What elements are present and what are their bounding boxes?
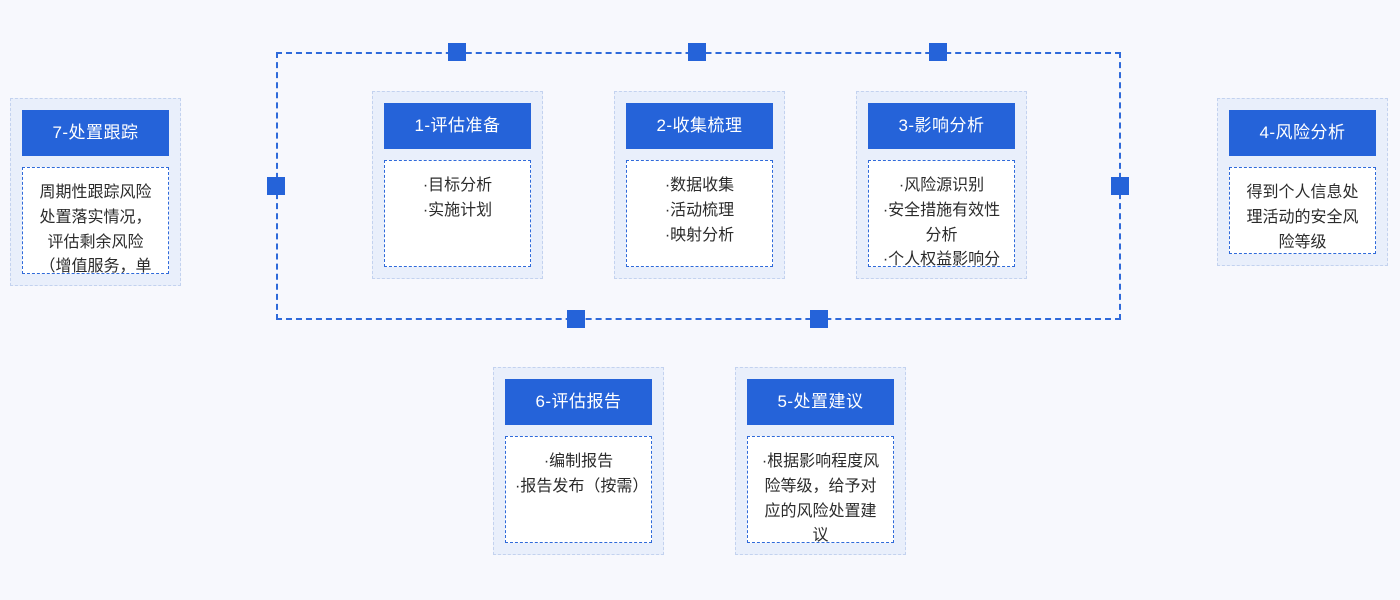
card-6-title: 6-评估报告 [505, 379, 652, 425]
card-7-body: 周期性跟踪风险处置落实情况，评估剩余风险（增值服务，单独选配） [22, 167, 169, 274]
card-5-title: 5-处置建议 [747, 379, 894, 425]
card-7-title: 7-处置跟踪 [22, 110, 169, 156]
card-5-disposal-recommendation[interactable]: 5-处置建议 ·根据影响程度风险等级，给予对应的风险处置建议 [735, 367, 906, 555]
card-6-assessment-report[interactable]: 6-评估报告 ·编制报告 ·报告发布（按需） [493, 367, 664, 555]
card-7-disposal-tracking[interactable]: 7-处置跟踪 周期性跟踪风险处置落实情况，评估剩余风险（增值服务，单独选配） [10, 98, 181, 286]
handle-top-right[interactable] [929, 43, 947, 61]
card-3-impact-analysis[interactable]: 3-影响分析 ·风险源识别 ·安全措施有效性分析 ·个人权益影响分析 [856, 91, 1027, 279]
card-3-body: ·风险源识别 ·安全措施有效性分析 ·个人权益影响分析 [868, 160, 1015, 267]
handle-right-middle[interactable] [1111, 177, 1129, 195]
card-2-title: 2-收集梳理 [626, 103, 773, 149]
card-5-body: ·根据影响程度风险等级，给予对应的风险处置建议 [747, 436, 894, 543]
handle-bottom-right[interactable] [810, 310, 828, 328]
handle-top-left[interactable] [448, 43, 466, 61]
handle-bottom-left[interactable] [567, 310, 585, 328]
card-2-body: ·数据收集 ·活动梳理 ·映射分析 [626, 160, 773, 267]
card-4-body: 得到个人信息处理活动的安全风险等级 [1229, 167, 1376, 254]
handle-left-middle[interactable] [267, 177, 285, 195]
card-2-collection-sorting[interactable]: 2-收集梳理 ·数据收集 ·活动梳理 ·映射分析 [614, 91, 785, 279]
card-1-title: 1-评估准备 [384, 103, 531, 149]
card-4-title: 4-风险分析 [1229, 110, 1376, 156]
card-1-assessment-preparation[interactable]: 1-评估准备 ·目标分析 ·实施计划 [372, 91, 543, 279]
card-1-body: ·目标分析 ·实施计划 [384, 160, 531, 267]
handle-top-center[interactable] [688, 43, 706, 61]
card-4-risk-analysis[interactable]: 4-风险分析 得到个人信息处理活动的安全风险等级 [1217, 98, 1388, 266]
card-6-body: ·编制报告 ·报告发布（按需） [505, 436, 652, 543]
card-3-title: 3-影响分析 [868, 103, 1015, 149]
